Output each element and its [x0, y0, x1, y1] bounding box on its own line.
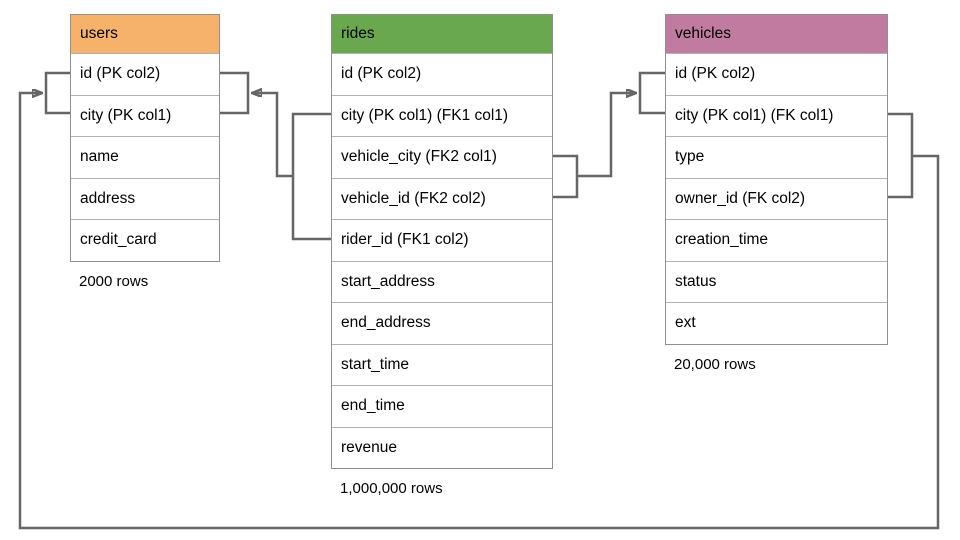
column-vehicles-city: city (PK col1) (FK col1) — [666, 94, 887, 136]
column-users-credit-card: credit_card — [71, 219, 219, 261]
column-vehicles-owner-id: owner_id (FK col2) — [666, 177, 887, 219]
table-users-box: users id (PK col2) city (PK col1) name a… — [70, 14, 220, 262]
table-header-users: users — [71, 15, 219, 53]
connector-vehicles-to-users — [18, 71, 940, 530]
column-vehicles-type: type — [666, 136, 887, 178]
connector-rides-to-users — [220, 71, 331, 241]
connector-bracket-users-left — [44, 71, 70, 115]
column-rides-start-time: start_time — [332, 343, 552, 385]
column-users-name: name — [71, 136, 219, 178]
table-users: users id (PK col2) city (PK col1) name a… — [70, 14, 220, 290]
column-vehicles-ext: ext — [666, 302, 887, 344]
connector-bracket-users-right — [220, 71, 250, 115]
table-vehicles: vehicles id (PK col2) city (PK col1) (FK… — [665, 14, 888, 373]
column-rides-revenue: revenue — [332, 426, 552, 468]
column-vehicles-id: id (PK col2) — [666, 53, 887, 95]
table-header-vehicles: vehicles — [666, 15, 887, 53]
row-count-vehicles: 20,000 rows — [674, 355, 756, 373]
connector-bracket-vehicles-left — [638, 71, 665, 115]
column-rides-vehicle-city: vehicle_city (FK2 col1) — [332, 136, 552, 178]
column-rides-end-time: end_time — [332, 385, 552, 427]
row-count-users: 2000 rows — [79, 272, 149, 290]
column-rides-id: id (PK col2) — [332, 53, 552, 95]
connector-rides-to-vehicles — [553, 71, 665, 199]
column-users-address: address — [71, 177, 219, 219]
column-users-id: id (PK col2) — [71, 53, 219, 95]
column-rides-start-address: start_address — [332, 260, 552, 302]
connector-arrow-to-vehicles — [577, 93, 636, 178]
column-rides-city: city (PK col1) (FK1 col1) — [332, 94, 552, 136]
column-vehicles-creation-time: creation_time — [666, 219, 887, 261]
table-rides: rides id (PK col2) city (PK col1) (FK1 c… — [331, 14, 553, 497]
connector-arrow-to-users — [252, 93, 293, 178]
column-rides-vehicle-id: vehicle_id (FK2 col2) — [332, 177, 552, 219]
table-header-rides: rides — [332, 15, 552, 53]
column-rides-rider-id: rider_id (FK1 col2) — [332, 219, 552, 261]
connector-bracket-vehicles-right — [888, 112, 914, 199]
column-vehicles-status: status — [666, 260, 887, 302]
row-count-rides: 1,000,000 rows — [340, 480, 443, 497]
table-vehicles-box: vehicles id (PK col2) city (PK col1) (FK… — [665, 14, 888, 345]
connector-bracket-rides-left — [291, 112, 331, 241]
connector-bracket-rides-right — [553, 154, 579, 199]
column-rides-end-address: end_address — [332, 302, 552, 344]
table-rides-box: rides id (PK col2) city (PK col1) (FK1 c… — [331, 14, 553, 469]
connector-arrow-long-loop — [18, 93, 940, 530]
column-users-city: city (PK col1) — [71, 94, 219, 136]
